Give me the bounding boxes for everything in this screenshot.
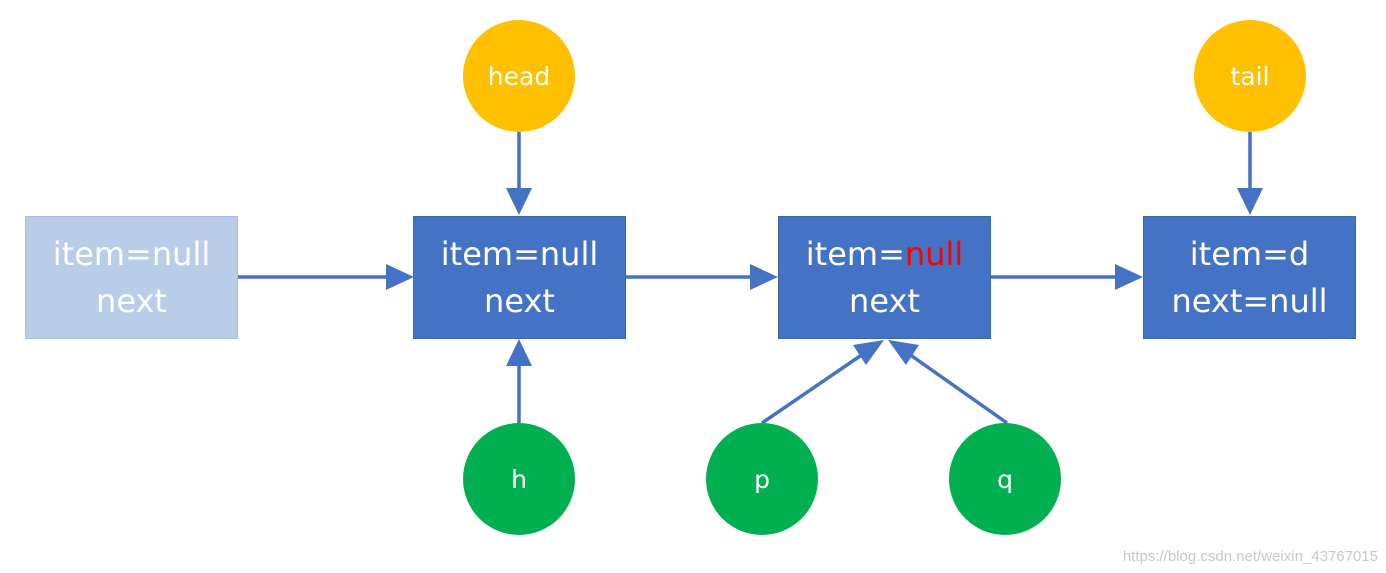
arrow-p-to-node3 — [761, 340, 884, 425]
p-pointer-circle: p — [706, 423, 818, 535]
arrow-node1-to-node2 — [238, 264, 414, 290]
list-node-removed: item=null next — [25, 216, 238, 339]
arrow-node3-to-node4 — [991, 264, 1143, 290]
node-item-label: item=null — [440, 234, 599, 273]
head-pointer-circle: head — [463, 20, 575, 132]
list-node-head: item=null next — [413, 216, 626, 339]
q-pointer-circle: q — [949, 423, 1061, 535]
node-item-prefix: item= — [805, 234, 905, 273]
q-pointer-label: q — [997, 464, 1013, 494]
tail-pointer-circle: tail — [1194, 20, 1306, 132]
p-pointer-label: p — [754, 464, 770, 494]
head-pointer-label: head — [487, 61, 551, 91]
h-pointer-label: h — [511, 464, 527, 494]
list-node-tail: item=d next=null — [1143, 216, 1356, 339]
arrow-h-to-node2 — [506, 339, 532, 423]
node-item-null-highlight: null — [904, 234, 964, 273]
node-item-label: item=d — [1189, 234, 1310, 273]
node-next-label: next — [96, 281, 167, 320]
node-next-label: next — [849, 281, 920, 320]
node-next-label: next — [484, 281, 555, 320]
node-item-label: item=null — [806, 231, 963, 278]
tail-pointer-label: tail — [1230, 61, 1270, 91]
watermark-text: https://blog.csdn.net/weixin_43767015 — [1122, 548, 1378, 565]
arrow-q-to-node3 — [888, 340, 1009, 425]
h-pointer-circle: h — [463, 423, 575, 535]
arrow-tail-to-node4 — [1237, 132, 1263, 215]
arrow-node2-to-node3 — [626, 264, 778, 290]
arrow-head-to-node2 — [506, 132, 532, 215]
list-node-current: item=null next — [778, 216, 991, 339]
node-item-label: item=null — [52, 234, 211, 273]
node-next-label: next=null — [1171, 281, 1328, 320]
